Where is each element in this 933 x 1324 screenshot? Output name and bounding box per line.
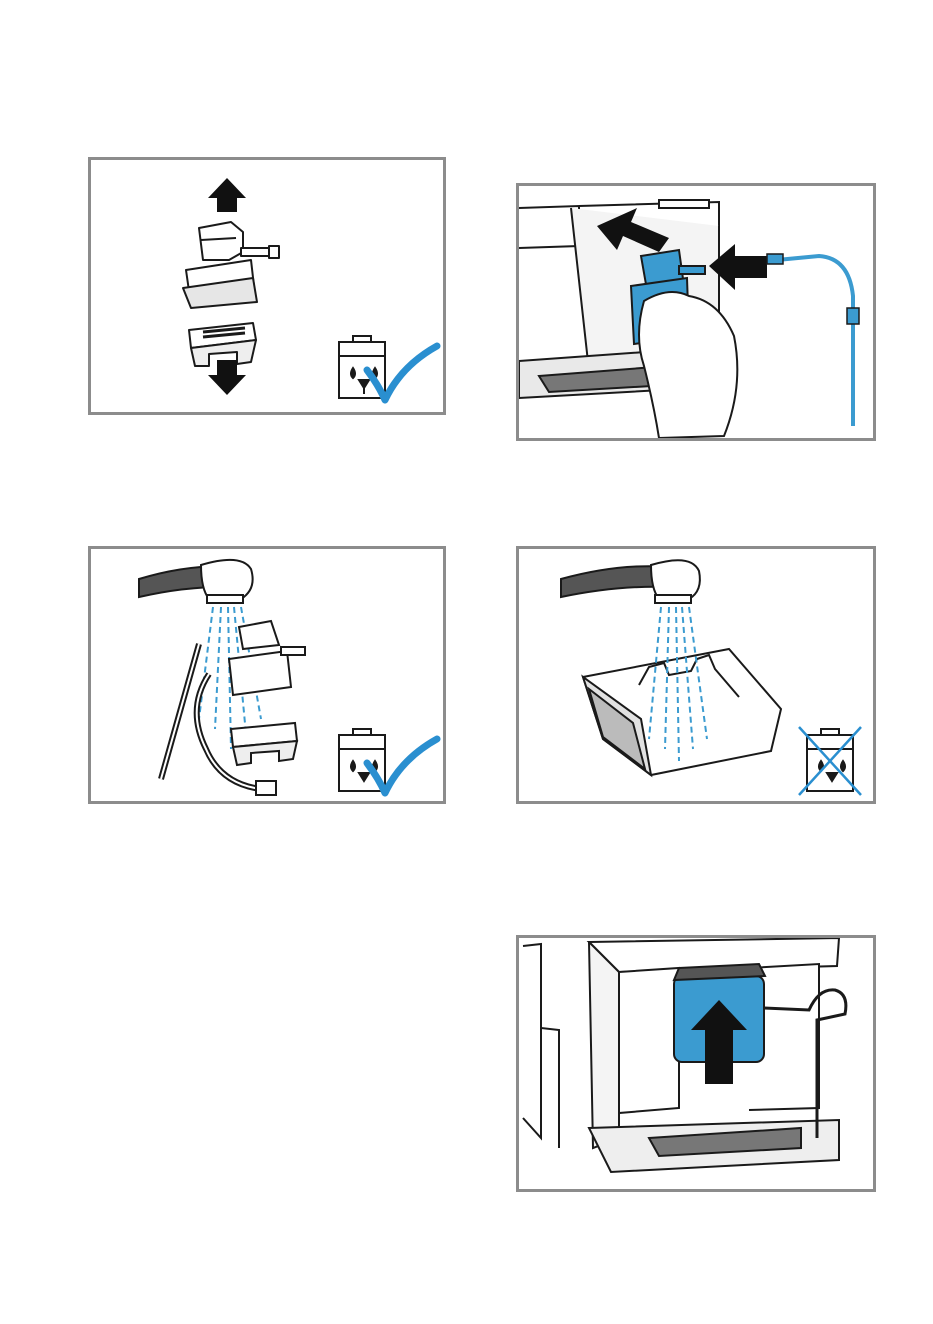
arrow-down-icon bbox=[208, 360, 246, 395]
hand bbox=[639, 292, 737, 438]
tap bbox=[561, 560, 700, 603]
figure-insert-milk-module bbox=[516, 935, 876, 1192]
arrow-up-icon bbox=[208, 178, 246, 212]
frother-head bbox=[229, 621, 305, 695]
frother-base bbox=[231, 723, 297, 765]
figure-rinse-parts-under-tap bbox=[88, 546, 446, 804]
frother-base bbox=[189, 323, 256, 366]
figure-reattach-milk-system bbox=[516, 183, 876, 441]
figure-remove-parts bbox=[88, 157, 446, 415]
tap bbox=[139, 560, 253, 603]
frother-head bbox=[183, 222, 279, 308]
milk-tube bbox=[777, 256, 853, 426]
figure-rinse-drip-tray-under-tap bbox=[516, 546, 876, 804]
drip-tray bbox=[583, 649, 781, 775]
